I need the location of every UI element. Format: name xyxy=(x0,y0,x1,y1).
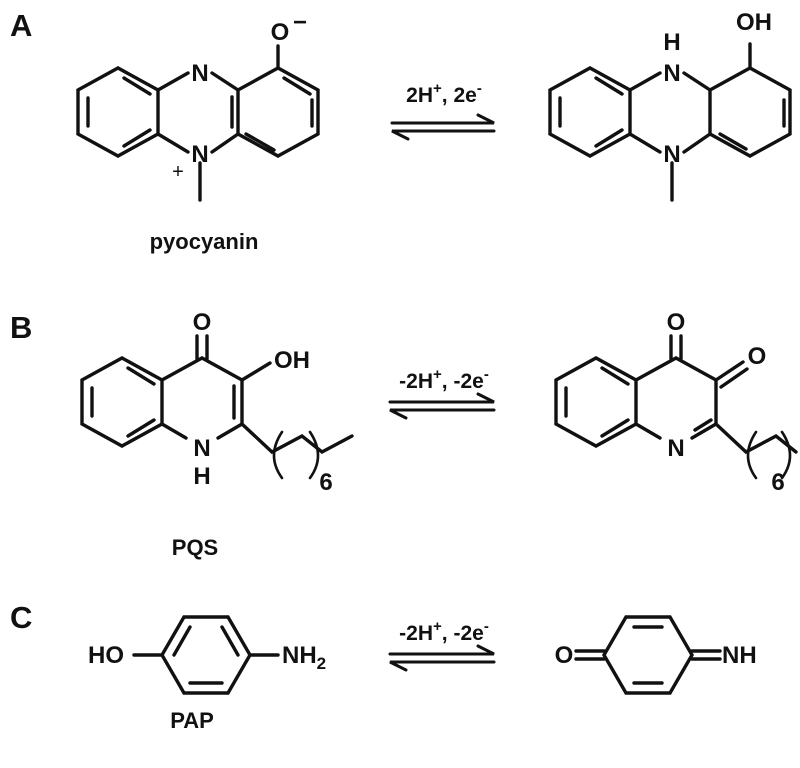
equilibrium-arrow-b xyxy=(388,392,496,420)
equilibrium-arrow-c xyxy=(388,644,496,672)
pqs-structure: O OH N H 6 xyxy=(80,309,354,496)
quinolinedione-carbonyl-1: O xyxy=(667,309,686,336)
panel-label-c: C xyxy=(10,600,32,635)
pyocyanin-n-top: N xyxy=(191,60,208,87)
pqs-hydroxyl: OH xyxy=(274,347,310,374)
reduced-pyocyanin-hydroxyl: OH xyxy=(736,9,772,36)
pap-hydroxyl: HO xyxy=(88,642,124,669)
pap-amine: NH2 xyxy=(282,642,326,673)
equilibrium-arrow-a xyxy=(390,113,496,141)
quinolinedione-repeat-brackets xyxy=(746,430,792,480)
panel-c: C HO NH2 PAP -2H+, -2e- O NH xyxy=(10,600,757,733)
quinolinedione-imine-n: N xyxy=(667,435,684,462)
pqs-nh-h: H xyxy=(193,463,210,490)
quinone-imine-nh: NH xyxy=(722,642,757,669)
pyocyanin-anion-charge: − xyxy=(293,9,307,36)
pap-structure: HO NH2 xyxy=(88,615,326,695)
reduced-pyocyanin-n-bottom: N xyxy=(663,141,680,168)
pqs-bonds xyxy=(80,334,354,455)
pqs-carbonyl: O xyxy=(193,309,212,336)
reduced-pyocyanin-structure: H N N OH xyxy=(548,9,792,202)
pqs-repeat-brackets xyxy=(272,430,320,480)
quinolinedione-carbonyl-2: O xyxy=(748,343,767,370)
reaction-conditions-a: 2H+, 2e- xyxy=(406,80,482,107)
reaction-conditions-b: -2H+, -2e- xyxy=(399,366,489,393)
panel-label-a: A xyxy=(10,8,32,43)
reduced-pyocyanin-nh-n: N xyxy=(663,60,680,87)
pyocyanin-cation-charge: + xyxy=(172,161,184,183)
pap-bonds xyxy=(132,615,280,695)
quinolinedione-chain-repeat: 6 xyxy=(771,469,784,496)
reduced-pyocyanin-bonds xyxy=(548,42,792,202)
reaction-conditions-c: -2H+, -2e- xyxy=(399,618,489,645)
panel-a: A N N + O − pyocyanin 2H+, 2e- H N N OH xyxy=(10,8,792,254)
pyocyanin-structure: N N + O − xyxy=(76,9,320,202)
quinone-imine-structure: O NH xyxy=(555,615,757,695)
pqs-chain-repeat: 6 xyxy=(319,469,332,496)
quinone-imine-bonds xyxy=(574,615,722,695)
quinone-imine-oxygen: O xyxy=(555,642,574,669)
pyocyanin-oxygen: O xyxy=(271,19,290,46)
reduced-pyocyanin-nh-h: H xyxy=(663,29,680,56)
quinolinedione-structure: O O N 6 xyxy=(554,309,798,496)
compound-name-pqs: PQS xyxy=(172,535,218,560)
panel-label-b: B xyxy=(10,310,32,345)
pqs-nh-n: N xyxy=(193,435,210,462)
compound-name-pap: PAP xyxy=(170,708,214,733)
panel-b: B O OH N H 6 PQS -2H+, -2e- O O N 6 xyxy=(10,309,798,560)
quinolinedione-bonds xyxy=(554,334,798,455)
compound-name-pyocyanin: pyocyanin xyxy=(150,229,259,254)
pyocyanin-bonds xyxy=(76,44,320,202)
pyocyanin-n-bottom: N xyxy=(191,141,208,168)
